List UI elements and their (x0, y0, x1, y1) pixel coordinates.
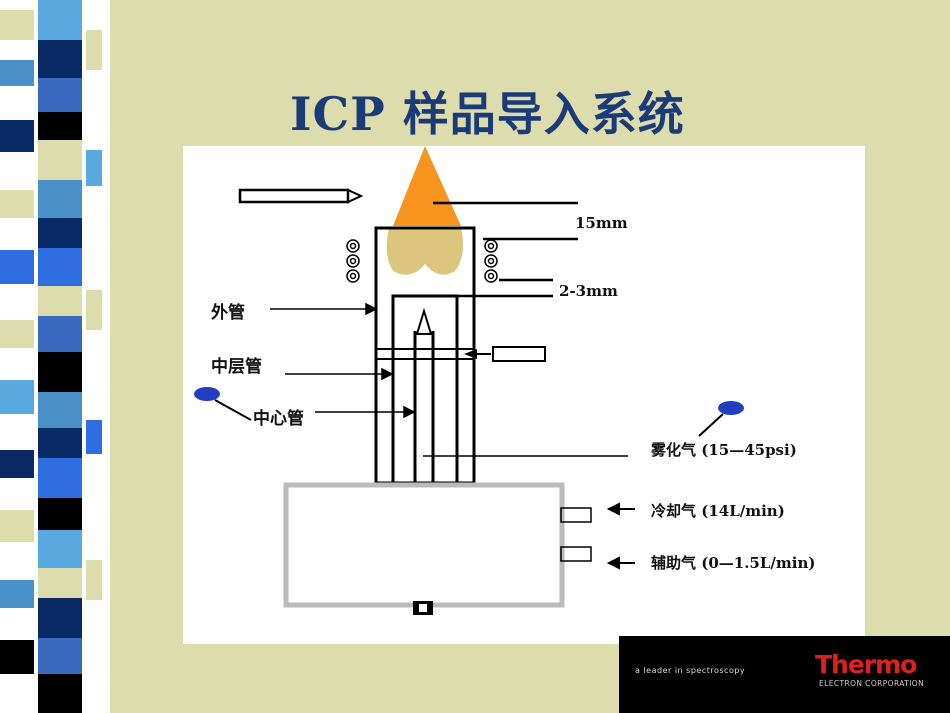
decorative-stripe-column (0, 0, 110, 713)
flame-shape (393, 146, 461, 226)
leader-middle (285, 367, 394, 381)
brand-footer: a leader in spectroscopy Thermo ELECTRON… (619, 636, 950, 713)
label-nebulizer-gas: 雾化气 (15—45psi) (651, 441, 797, 459)
plasma-glow (386, 228, 463, 275)
droplet-icon-right (698, 401, 744, 437)
spray-chamber (283, 482, 565, 608)
icp-torch-diagram: 15mm 2-3mm 外管 中层管 中心管 雾化气 (15—45psi) 冷却气… (183, 146, 865, 644)
page-title: ICP 样品导入系统 (290, 87, 685, 141)
aux-inlet (560, 546, 592, 562)
coolant-inlet (560, 507, 592, 523)
brand-tagline: a leader in spectroscopy (635, 666, 746, 675)
rf-coil-right (484, 239, 498, 283)
brand-subtitle: ELECTRON CORPORATION (819, 679, 925, 688)
label-auxiliary-gas: 辅助气 (0—1.5L/min) (651, 554, 816, 572)
side-arm-inlet (464, 346, 546, 362)
center-tube-tip (415, 307, 433, 335)
label-coolant-gas: 冷却气 (14L/min) (651, 502, 785, 520)
arrow-aux (606, 556, 635, 570)
leader-center (315, 405, 416, 419)
brand-logo: Thermo (815, 650, 917, 679)
label-15mm: 15mm (575, 214, 628, 232)
label-middle-tube: 中层管 (211, 357, 262, 377)
droplet-icon-left (194, 387, 252, 421)
rf-coil-left (346, 239, 360, 283)
diagram-drawing (194, 146, 744, 615)
label-2-3mm: 2-3mm (559, 282, 618, 300)
label-center-tube: 中心管 (253, 409, 304, 429)
middle-tube (391, 294, 459, 485)
probe-tube (238, 188, 364, 204)
leader-outer (270, 302, 378, 316)
label-outer-tube: 外管 (211, 303, 245, 323)
stripe-pattern (0, 0, 110, 713)
arrow-coolant (606, 502, 635, 516)
